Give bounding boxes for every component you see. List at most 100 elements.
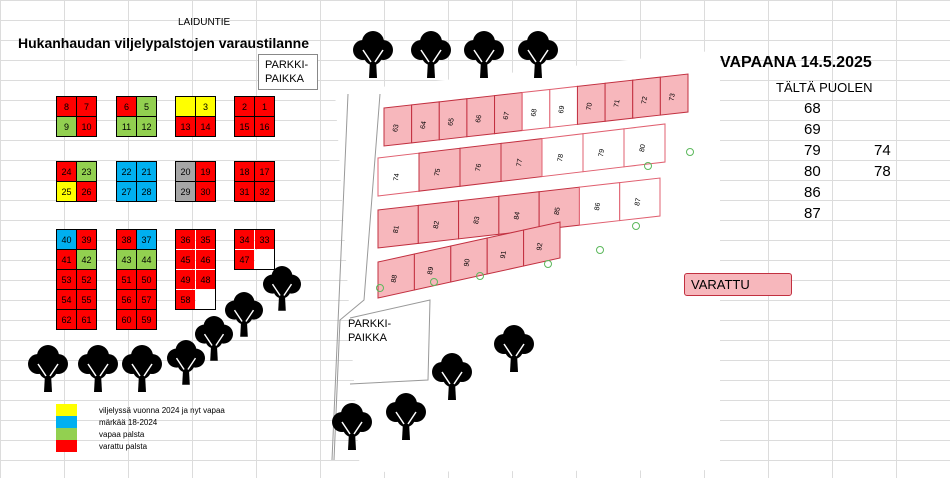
plot-cell: 14 (196, 117, 215, 136)
plot-cell (176, 97, 195, 116)
field-plot-number: 85 (554, 207, 562, 216)
field-plot-number: 92 (536, 242, 544, 251)
legend-item: viljelyssä vuonna 2024 ja nyt vapaa (56, 404, 225, 416)
field-plot-number: 87 (634, 197, 642, 206)
free-plots-title: VAPAANA 14.5.2025 (720, 54, 872, 71)
plot-cell: 62 (57, 310, 76, 329)
legend-item: varattu palsta (56, 440, 225, 452)
free-plot-number: 68 (804, 100, 821, 117)
plot-cell (196, 290, 215, 309)
legend-label: vapaa palsta (99, 429, 145, 439)
field-plot-number: 71 (613, 99, 621, 108)
tree-icon (225, 292, 263, 337)
parking-outline (349, 299, 431, 385)
field-plot-number: 81 (393, 225, 401, 234)
plot-cell: 6 (117, 97, 136, 116)
plot-cell: 15 (235, 117, 254, 136)
field-plot-number: 74 (393, 173, 401, 182)
legend-item: vapaa palsta (56, 428, 225, 440)
plot-cell: 41 (57, 250, 76, 269)
plot-cell: 34 (235, 230, 254, 249)
free-plot-number: 74 (874, 142, 891, 159)
plot-cell: 17 (255, 162, 274, 181)
field-plot (619, 177, 661, 222)
bush-icon (376, 284, 384, 292)
plot-cell: 30 (196, 182, 215, 201)
legend-label: varattu palsta (99, 441, 148, 451)
bush-icon (430, 278, 438, 286)
plot-cell: 12 (137, 117, 156, 136)
tree-icon (263, 266, 301, 311)
free-plot-number: 69 (804, 121, 821, 138)
field-plot-number: 64 (420, 121, 428, 130)
plot-cell: 37 (137, 230, 156, 249)
plot-cell: 57 (137, 290, 156, 309)
plot-cell: 61 (77, 310, 96, 329)
tree-icon (411, 31, 451, 78)
plot-cell: 54 (57, 290, 76, 309)
plot-cell: 60 (117, 310, 136, 329)
parking-label-top: PARKKI- PAIKKA (258, 54, 318, 90)
field-plot-number: 77 (516, 158, 524, 167)
plot-cell: 32 (255, 182, 274, 201)
plot-cell: 9 (57, 117, 76, 136)
plot-cell: 24 (57, 162, 76, 181)
road-label: LAIDUNTIE (178, 17, 231, 28)
plot-cell: 40 (57, 230, 76, 249)
plot-cell: 28 (137, 182, 156, 201)
plot-cell: 48 (196, 270, 215, 289)
plot-cell: 10 (77, 117, 96, 136)
free-plot-number: 80 (804, 163, 821, 180)
plot-cell: 39 (77, 230, 96, 249)
tree-icon (432, 353, 472, 400)
road-line-left (331, 93, 349, 461)
tree-icon (167, 340, 205, 385)
plot-cell: 45 (176, 250, 195, 269)
legend-swatch (56, 416, 77, 428)
plot-cell: 7 (77, 97, 96, 116)
plot-cell: 3 (196, 97, 215, 116)
plot-cell: 53 (57, 270, 76, 289)
field-plot (659, 73, 689, 116)
plot-cell: 31 (235, 182, 254, 201)
plot-cell: 35 (196, 230, 215, 249)
plot-cell: 52 (77, 270, 96, 289)
plot-cell: 27 (117, 182, 136, 201)
field-plot-number: 67 (503, 111, 511, 120)
field-plot-number: 69 (558, 105, 566, 114)
free-plot-number: 79 (804, 142, 821, 159)
field-plot-number: 76 (475, 163, 483, 172)
tree-icon (494, 325, 534, 372)
field-plot-number: 75 (434, 168, 442, 177)
free-plot-number: 86 (804, 184, 821, 201)
field-plot-number: 79 (598, 148, 606, 157)
tree-icon (195, 316, 233, 361)
plot-cell: 26 (77, 182, 96, 201)
field-plot-number: 68 (530, 108, 538, 117)
legend-swatch (56, 428, 77, 440)
field-plot-number: 70 (586, 102, 594, 111)
plot-cell: 2 (235, 97, 254, 116)
road-line-right (333, 93, 381, 461)
plot-cell: 58 (176, 290, 195, 309)
plot-cell: 44 (137, 250, 156, 269)
field-plot-number: 82 (433, 220, 441, 229)
parking-label-bottom: PARKKI- PAIKKA (348, 318, 392, 344)
plot-cell: 42 (77, 250, 96, 269)
bush-icon (632, 222, 640, 230)
plot-cell: 25 (57, 182, 76, 201)
legend-swatch (56, 440, 77, 452)
plot-cell (255, 250, 274, 269)
plot-cell: 18 (235, 162, 254, 181)
